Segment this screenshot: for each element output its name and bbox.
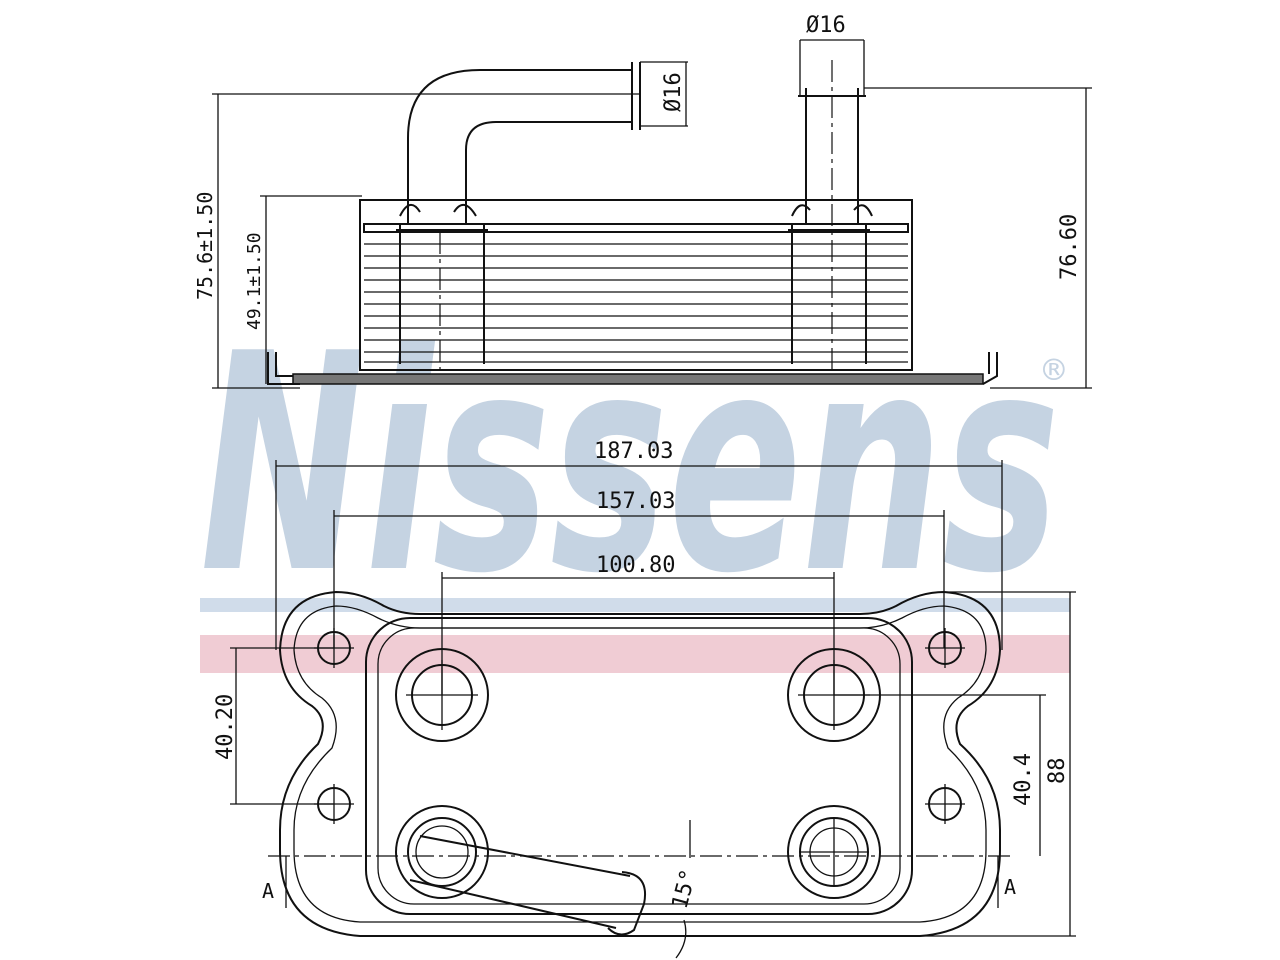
- base-plate-left-lip: [267, 352, 300, 385]
- port-bottom-left: [395, 805, 489, 899]
- dim-right-port-spacing: 40.4: [1011, 753, 1036, 806]
- mounting-hole-bottom-right: [925, 784, 965, 824]
- dim-right-pipe-diameter: Ø16: [806, 13, 846, 38]
- dim-stack-height: 49.1±1.50: [244, 232, 265, 330]
- section-label-left: A: [262, 879, 274, 903]
- side-view: Ø16 Ø16 75.6±1.50 49.1±1.50 76.60: [193, 13, 1092, 389]
- dim-right-height-lines: [864, 87, 1092, 389]
- dim-angle: 15°: [668, 867, 702, 912]
- dim-width-outer-lines: [275, 460, 1003, 650]
- dim-overall-height: 75.6±1.50: [193, 192, 217, 300]
- stack-top-plate: [363, 223, 909, 233]
- dim-stack-height-lines: [260, 195, 362, 384]
- flange-inner-profile: [293, 605, 987, 923]
- dim-width-ports-lines: [441, 572, 835, 695]
- mounting-hole-top-right: [925, 628, 965, 668]
- dim-width-ports: 100.80: [596, 553, 675, 578]
- stack-outline: [359, 199, 913, 371]
- watermark: Nissens ®: [200, 290, 1070, 673]
- dim-right-port-spacing-lines: [834, 694, 1046, 856]
- plan-view: A A 187.03 157.03 100.80 40.20 40.4 88 1…: [213, 439, 1076, 959]
- dim-plan-right-height: 88: [1045, 758, 1070, 785]
- base-plate-right-lip: [982, 352, 998, 385]
- right-port-collar: [788, 224, 870, 364]
- cooler-body-outer: [365, 617, 913, 915]
- dim-left-hole-spacing-lines: [230, 647, 334, 805]
- cooler-stack: [359, 199, 913, 371]
- dim-left-hole-spacing: 40.20: [213, 694, 238, 760]
- left-port-collar: [396, 224, 488, 364]
- dim-left-pipe-diameter-lines: [640, 61, 688, 127]
- watermark-band-blue: [200, 598, 1070, 612]
- base-plate: [292, 373, 984, 385]
- dim-right-height: 76.60: [1057, 214, 1082, 280]
- dim-angle-lines: [675, 820, 691, 959]
- dim-left-pipe-diameter: Ø16: [661, 72, 686, 112]
- left-bent-pipe: [399, 62, 641, 224]
- dim-width-outer: 187.03: [594, 439, 673, 464]
- watermark-registered-mark: ®: [1043, 350, 1065, 391]
- dim-right-height-lines: [920, 591, 1076, 937]
- flange-outer-profile: [278, 590, 1002, 937]
- dim-overall-height-lines: [212, 93, 640, 389]
- watermark-logo-text: Nissens: [200, 290, 1060, 639]
- dim-right-pipe-diameter-lines: [799, 39, 865, 96]
- dim-width-holes-lines: [333, 510, 945, 648]
- watermark-band-red: [200, 635, 1070, 673]
- dim-width-holes: 157.03: [596, 489, 675, 514]
- port-bottom-right: [787, 805, 881, 899]
- cooler-body-inner: [377, 627, 901, 905]
- section-label-right: A: [1004, 875, 1016, 899]
